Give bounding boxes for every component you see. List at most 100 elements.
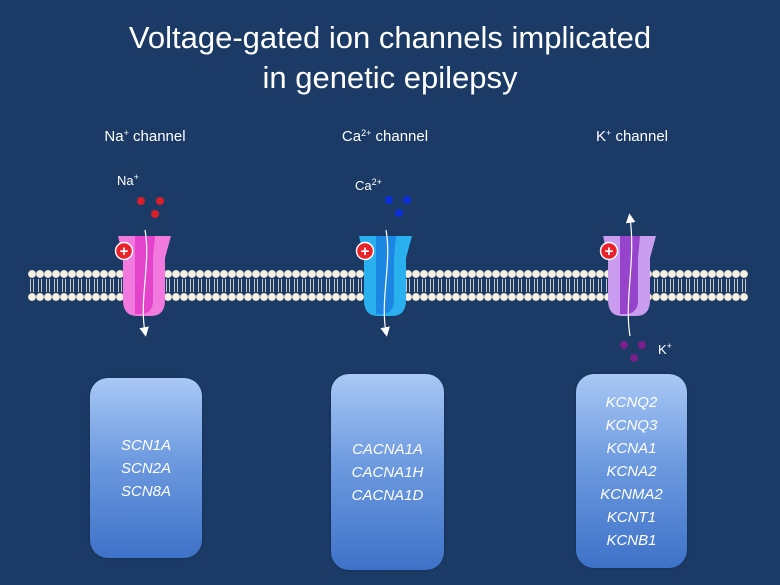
gene-item: CACNA1A: [352, 440, 423, 458]
lipid-head: [659, 269, 669, 279]
lipid-head: [75, 292, 85, 302]
na-label-rest: channel: [128, 128, 186, 145]
lipid-head: [67, 269, 77, 279]
lipid-head: [563, 292, 573, 302]
lipid-head: [531, 292, 541, 302]
lipid-head: [331, 292, 341, 302]
ion-label-k: K+: [658, 341, 672, 358]
lipid-head: [243, 292, 253, 302]
lipid-head: [323, 292, 333, 302]
lipid-head: [531, 269, 541, 279]
lipid-head: [675, 292, 685, 302]
lipid-head: [195, 269, 205, 279]
ca-label-base: Ca: [341, 128, 362, 145]
lipid-head: [427, 269, 437, 279]
ca-label-rest: channel: [371, 128, 429, 145]
lipid-head: [339, 292, 349, 302]
lipid-head: [59, 269, 69, 279]
lipid-head: [347, 292, 357, 302]
lipid-head: [715, 292, 725, 302]
lipid-head: [259, 269, 269, 279]
lipid-head: [347, 269, 357, 279]
channel-k: +: [599, 213, 656, 362]
gene-box-ca: CACNA1A CACNA1H CACNA1D: [331, 374, 444, 570]
title-line-2: in genetic epilepsy: [262, 60, 518, 95]
gene-item: KCNA2: [606, 462, 657, 480]
lipid-head: [251, 292, 261, 302]
lipid-head: [331, 269, 341, 279]
gene-item: KCNQ3: [605, 416, 658, 434]
lipid-head: [355, 269, 365, 279]
lipid-head: [443, 292, 453, 302]
lipid-head: [555, 269, 565, 279]
lipid-head: [227, 269, 237, 279]
lipid-head: [235, 269, 245, 279]
lipid-head: [283, 292, 293, 302]
lipid-head: [75, 269, 85, 279]
ion-flow-arrow: [139, 229, 149, 337]
channel-na: +: [114, 197, 171, 337]
gene-item: SCN1A: [120, 436, 172, 454]
lipid-head: [227, 292, 237, 302]
channels-layer: + + +: [114, 196, 656, 362]
ion-dot: [151, 210, 159, 218]
lipid-head: [411, 292, 421, 302]
k-ion-sup: +: [666, 341, 672, 351]
lipid-head: [499, 292, 509, 302]
title-line-1: Voltage-gated ion channels implicated: [128, 20, 652, 55]
na-label-sup: +: [123, 128, 129, 138]
gene-item: KCNQ2: [605, 393, 658, 411]
lipid-head: [307, 269, 317, 279]
ion-dot: [630, 354, 638, 362]
gene-list-ca: CACNA1A CACNA1H CACNA1D: [352, 438, 424, 507]
lipid-head: [435, 269, 445, 279]
voltage-sensor-icon: [599, 241, 619, 261]
lipid-head: [43, 269, 53, 279]
lipid-head: [27, 292, 37, 302]
lipid-head: [435, 292, 445, 302]
lipid-head: [515, 269, 525, 279]
lipid-head: [715, 269, 725, 279]
channel-label-na: Na+ channel: [45, 128, 245, 145]
lipid-head: [475, 269, 485, 279]
lipid-head: [451, 292, 461, 302]
lipid-head: [699, 269, 709, 279]
lipid-head: [739, 292, 749, 302]
lipid-head: [163, 292, 173, 302]
lipid-head: [523, 292, 533, 302]
gene-item: KCNMA2: [600, 485, 663, 503]
lipid-head: [211, 292, 221, 302]
lipid-head: [675, 269, 685, 279]
gene-item: CACNA1H: [351, 463, 424, 481]
lipid-head: [35, 292, 45, 302]
gene-box-k: KCNQ2 KCNQ3 KCNA1 KCNA2 KCNMA2 KCNT1 KCN…: [576, 374, 687, 568]
lipid-head: [595, 292, 605, 302]
lipid-head: [315, 292, 325, 302]
lipid-head: [219, 269, 229, 279]
na-ion-sup: +: [133, 172, 139, 182]
lipid-head: [171, 292, 181, 302]
lipid-head: [315, 269, 325, 279]
gene-item: KCNA1: [606, 439, 657, 457]
voltage-sensor-icon: [355, 241, 375, 261]
lipid-head: [91, 269, 101, 279]
lipid-head: [99, 269, 109, 279]
k-label-base: K: [596, 128, 607, 145]
ca-ion-base: Ca: [355, 178, 372, 193]
plus-icon: +: [605, 243, 614, 260]
lipid-head: [299, 269, 309, 279]
gene-item: KCNT1: [606, 508, 657, 526]
lipid-head: [699, 292, 709, 302]
lipid-head: [667, 292, 677, 302]
lipid-head: [67, 292, 77, 302]
lipid-head: [291, 292, 301, 302]
ion-dot: [156, 197, 164, 205]
plus-icon: +: [361, 243, 370, 260]
lipid-head: [539, 292, 549, 302]
ion-dot: [403, 196, 411, 204]
lipid-head: [299, 292, 309, 302]
ion-label-ca: Ca2+: [355, 178, 382, 194]
lipid-head: [203, 292, 213, 302]
lipid-head: [195, 292, 205, 302]
gene-item: KCNB1: [606, 531, 657, 549]
